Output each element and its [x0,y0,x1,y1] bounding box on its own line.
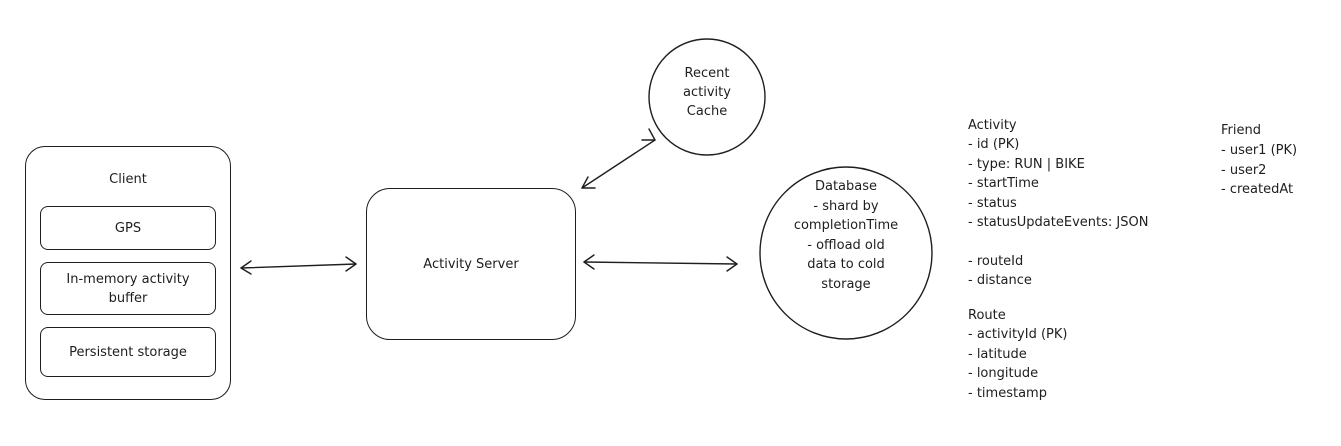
schema-field: - createdAt [1221,182,1294,197]
schema-field: - user2 [1221,162,1267,178]
database-label: Database - shard by completionTime - off… [793,179,899,292]
client-item-label: Persistent storage [69,344,187,360]
schema-field: - startTime [968,176,1039,191]
schema-field: - statusUpdateEvents: JSON [968,215,1149,230]
activity-server-node: Activity Server [366,188,576,340]
route-schema-fields: - activityId (PK) - latitude - longitude… [968,325,1067,403]
client-item-memory-buffer: In-memory activity buffer [40,262,216,315]
schema-field: - latitude [968,346,1027,362]
route-schema-title: Route [968,308,1006,323]
client-item-label: In-memory activity buffer [66,271,190,306]
client-item-persistent-storage: Persistent storage [40,327,216,377]
client-item-gps: GPS [40,206,216,250]
schema-field: - distance [968,273,1032,288]
server-database-arrow [583,254,738,272]
schema-field: - type: RUN | BIKE [968,156,1085,172]
schema-field: - timestamp [968,385,1047,401]
schema-field: - id (PK) [968,137,1020,152]
cache-label: Recent activity Cache [683,66,731,119]
activity-schema-title: Activity [968,118,1017,133]
cache-node [648,38,766,156]
client-container [25,146,231,400]
schema-field: - routeId [968,253,1024,269]
activity-server-label: Activity Server [423,256,519,272]
database-node [759,166,933,340]
friend-schema-title: Friend [1221,123,1261,138]
client-title: Client [109,172,147,187]
activity-schema-fields: - id (PK) - type: RUN | BIKE - startTime… [968,135,1148,291]
client-server-arrow [240,256,357,275]
schema-field: - status [968,195,1017,211]
schema-field: - longitude [968,366,1039,381]
client-item-label: GPS [114,220,142,236]
friend-schema-fields: - user1 (PK) - user2 - createdAt [1221,141,1297,200]
schema-field: - activityId (PK) [968,327,1068,342]
server-cache-arrow [581,128,656,189]
schema-field: - user1 (PK) [1221,143,1298,158]
